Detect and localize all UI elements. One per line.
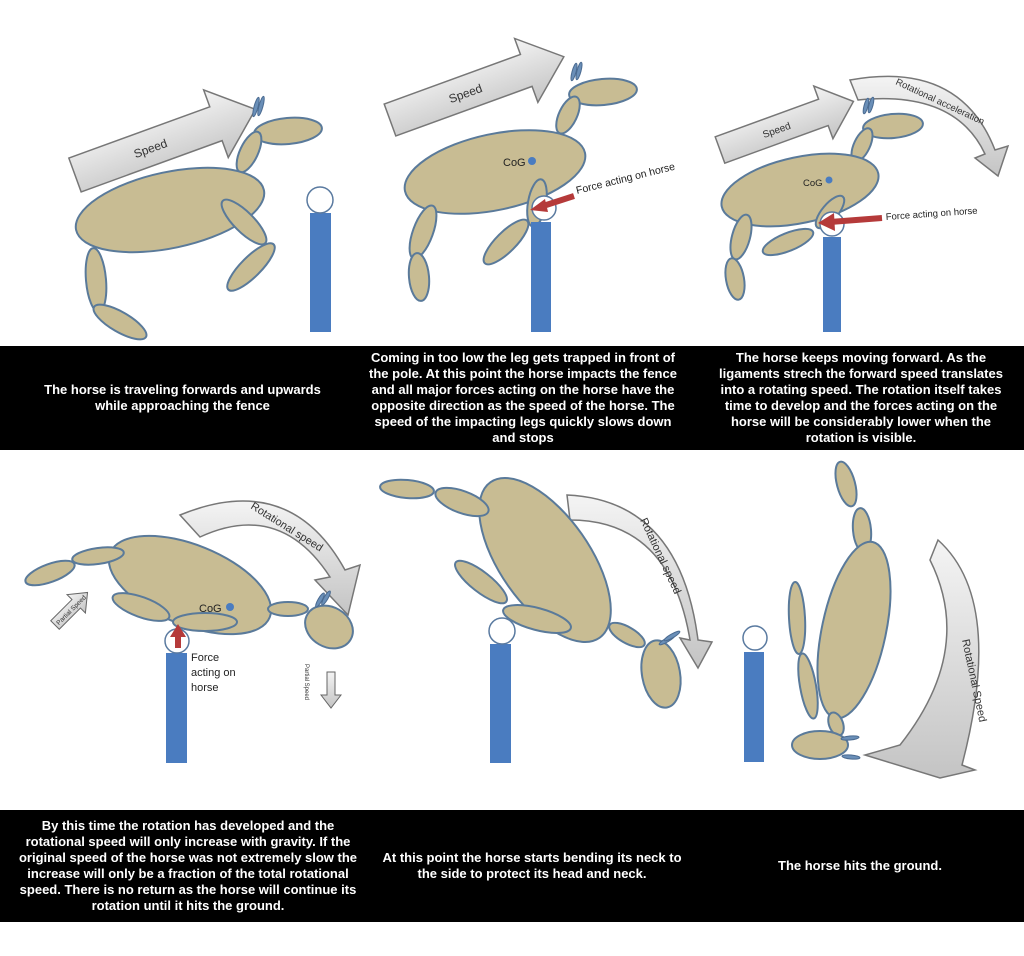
horse-ear: [321, 590, 331, 606]
horse-hind-leg: [729, 213, 753, 261]
caption-panel-3: The horse keeps moving forward. As the l…: [719, 350, 1003, 445]
caption-band-top: The horse is traveling forwards and upwa…: [0, 346, 1024, 450]
horse-ear: [867, 96, 875, 114]
caption-panel-6: The horse hits the ground.: [778, 858, 942, 873]
panel-5: Rotational speed: [379, 477, 714, 763]
fence-pole: [488, 617, 516, 763]
rotational-speed-label: Rotational speed: [637, 516, 683, 596]
horse-hind-leg: [379, 478, 435, 500]
force-arrow: [818, 213, 883, 231]
horse: [403, 61, 638, 302]
rotational-speed-label: Rotational speed: [248, 500, 324, 554]
force-arrow: [530, 193, 575, 212]
horse-neck: [267, 601, 309, 617]
horse-front-leg: [787, 581, 807, 655]
cog-marker: [825, 176, 833, 184]
horse-head: [304, 604, 354, 650]
horse-head: [253, 116, 323, 146]
horse-ear: [663, 630, 681, 642]
horse-head: [568, 77, 638, 107]
fence-pole: [742, 625, 768, 762]
caption-panel-5: At this point the horse starts bending i…: [382, 850, 682, 881]
panel-2: Speed CoG Force acting on horse: [383, 37, 677, 332]
horse-ear: [575, 61, 583, 81]
horse-hind-leg: [407, 252, 431, 302]
horse-hind-leg: [84, 247, 108, 313]
horse-body: [74, 166, 266, 254]
horse-hind-leg: [408, 204, 438, 260]
force-label-line: acting on: [191, 667, 236, 679]
panel-3: Speed Rotational acceleration CoG Forc: [714, 75, 1010, 332]
horse-front-leg: [797, 652, 819, 720]
partial-speed-arrow-up: Partial Speed: [50, 591, 88, 630]
horse-front-leg: [226, 242, 276, 292]
horse-ear: [570, 62, 578, 82]
cog-label: CoG: [803, 178, 823, 189]
caption-panel-4: By this time the rotation has developed …: [18, 818, 358, 913]
cog-marker: [226, 603, 234, 611]
cog-label: CoG: [503, 157, 526, 169]
partial-speed-label: Partial Speed: [303, 664, 309, 700]
horse-ear: [862, 97, 870, 115]
horse-body: [107, 534, 273, 636]
horse-body: [816, 540, 892, 720]
horse: [787, 460, 892, 760]
horse-body: [478, 477, 612, 643]
force-label: Force acting on horse: [575, 161, 677, 197]
horse-front-leg: [761, 227, 815, 257]
horse-neck: [555, 95, 581, 135]
fence-pole: [164, 628, 190, 763]
horse: [74, 95, 323, 341]
horse-hind-leg: [92, 303, 148, 341]
panel-4: Rotational speed Partial Speed Partial S…: [24, 500, 362, 763]
caption-band-bottom: By this time the rotation has developed …: [0, 810, 1024, 922]
horse: [24, 534, 354, 650]
horse-ear: [841, 754, 861, 760]
horse-hind-leg: [71, 546, 125, 566]
force-arrow: [170, 624, 186, 648]
force-label-line: horse: [191, 682, 219, 694]
caption-panel-2: Coming in too low the leg gets trapped i…: [369, 350, 677, 445]
horse-front-leg: [454, 559, 508, 605]
speed-arrow: Speed: [714, 84, 855, 165]
cog-marker: [528, 157, 536, 165]
horse-ear: [257, 95, 265, 117]
horse-ear: [840, 735, 860, 741]
fence-pole: [306, 186, 334, 332]
horse-front-leg: [172, 612, 238, 632]
fence-pole: [819, 211, 845, 332]
panel-6: Rotational Speed: [742, 460, 988, 779]
horse-head: [791, 730, 849, 760]
horse-front-leg: [502, 604, 572, 634]
fence-pole: [531, 195, 557, 332]
horse: [379, 477, 682, 709]
horse-front-leg: [482, 218, 530, 266]
horse-head: [640, 639, 682, 709]
horse-neck: [608, 621, 646, 649]
caption-panel-1: The horse is traveling forwards and upwa…: [44, 382, 321, 413]
cog-label: CoG: [199, 603, 222, 615]
horse-hind-leg: [24, 559, 76, 587]
horse: [720, 96, 924, 301]
horse-hind-leg: [434, 486, 490, 518]
horse-ear: [252, 96, 260, 118]
horse-head: [862, 112, 924, 140]
horse-hind-leg: [724, 257, 746, 301]
horse-front-leg: [220, 198, 268, 246]
force-label-line: Force: [191, 652, 219, 664]
panel-1: Speed: [67, 88, 334, 341]
speed-arrow: Speed: [67, 88, 257, 193]
horse-hind-leg: [834, 460, 858, 508]
horse-front-leg: [111, 592, 171, 622]
speed-arrow: Speed: [383, 37, 565, 137]
force-label: Force acting on horse: [885, 206, 977, 223]
partial-speed-arrow-down: Partial Speed: [303, 664, 343, 709]
